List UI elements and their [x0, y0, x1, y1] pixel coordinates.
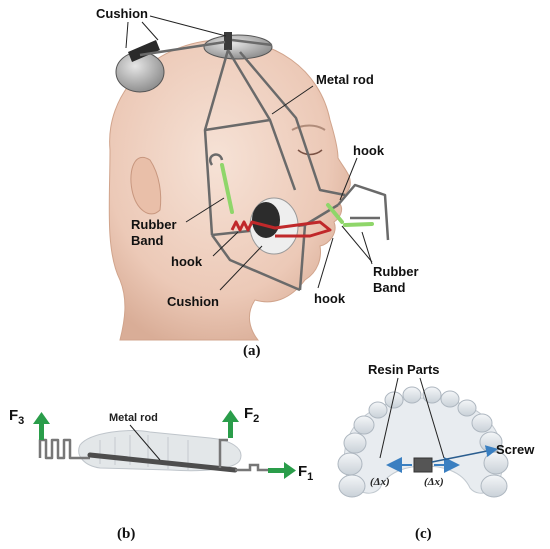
panel-c-illustration: [337, 377, 509, 498]
panel-a-illustration: [108, 15, 390, 341]
label-delta-left: (Δx): [370, 476, 390, 488]
resin-leader-right: [419, 377, 445, 459]
hook-f2: [218, 438, 228, 468]
caption-c: (c): [415, 526, 432, 542]
caption-a: (a): [243, 343, 261, 359]
expansion-screw: [413, 457, 433, 473]
metal-rod-b-leader: [129, 424, 161, 461]
label-f1: F1: [298, 463, 313, 483]
label-delta-right: (Δx): [424, 476, 444, 488]
resin-leader-left: [379, 377, 399, 459]
label-metal-rod-b: Metal rod: [109, 412, 158, 424]
label-hook-bottom: hook: [314, 291, 346, 306]
panel-b-illustration: [33, 410, 296, 479]
label-hook-left: hook: [171, 254, 203, 269]
label-f2: F2: [244, 405, 259, 425]
label-metal-rod: Metal rod: [316, 72, 374, 87]
label-cushion-bottom: Cushion: [167, 294, 219, 309]
dental-arch-teeth: [337, 386, 509, 498]
label-hook-right: hook: [353, 143, 385, 158]
caption-b: (b): [117, 526, 135, 542]
eyebrow: [291, 124, 326, 131]
label-cushion-top: Cushion: [96, 6, 148, 21]
label-screw: Screw: [496, 442, 535, 457]
cheek-cushion-pad: [252, 202, 280, 238]
leader-lines: [125, 15, 373, 291]
rubber-bands-green: [220, 163, 374, 227]
force-arrows: [33, 410, 296, 479]
label-f3: F3: [9, 407, 24, 427]
ear: [130, 157, 162, 215]
wire-right: [235, 463, 275, 472]
cushion-strap-icon: [128, 40, 160, 62]
red-spring-wire: [230, 220, 332, 238]
label-resin-parts: Resin Parts: [368, 362, 440, 377]
metal-rod-b: [87, 452, 238, 473]
appliance-body: [78, 430, 242, 472]
closed-eye: [297, 149, 323, 156]
top-mount: [224, 32, 232, 50]
wire-spring-left: [38, 438, 90, 460]
top-cushion-right: [203, 34, 273, 60]
screw-leader: [431, 445, 498, 463]
